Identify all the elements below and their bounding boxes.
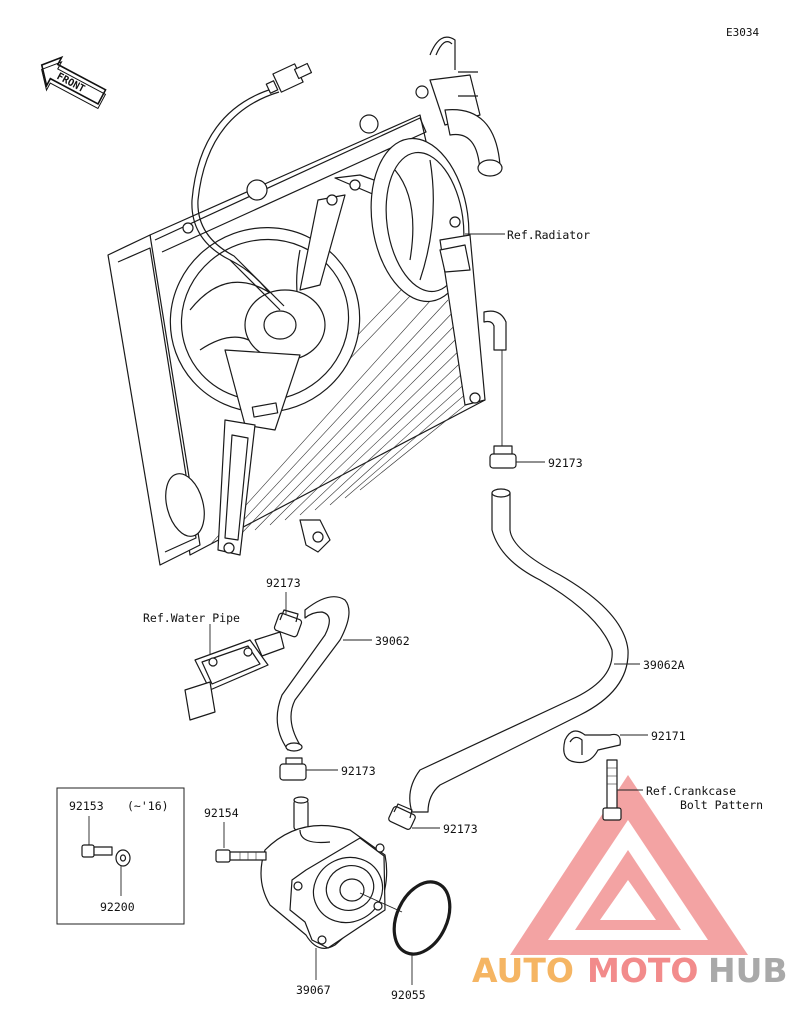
o-ring-92055 [392, 880, 452, 956]
diagram-code: E3034 [726, 26, 759, 39]
washer-92200 [115, 849, 131, 867]
label-ref-crankcase-1: Ref.Crankcase [646, 784, 736, 798]
watermark-hub: HUB [708, 951, 788, 990]
label-92173-a: 92173 [548, 456, 583, 470]
bolt-92153 [81, 844, 113, 858]
label-ref-radiator: Ref.Radiator [507, 228, 590, 242]
watermark-text: AUTO MOTO HUB [472, 951, 788, 990]
front-arrow-icon: FRONT [40, 55, 107, 110]
label-92055: 92055 [391, 988, 426, 1002]
radiator-assembly [107, 36, 507, 566]
leader-oring-to-cooler [359, 892, 403, 913]
label-ref-water-pipe: Ref.Water Pipe [143, 611, 240, 625]
clamp-92173-upper [489, 445, 517, 469]
label-39062a: 39062A [643, 658, 685, 672]
hose-39062a [409, 488, 629, 813]
oil-cooler-39067 [260, 796, 388, 949]
water-pipe-fitting [184, 631, 285, 721]
label-92153: 92153 [69, 799, 104, 813]
bracket-92171 [563, 730, 621, 764]
label-ref-crankcase-2: Bolt Pattern [680, 798, 763, 812]
label-92173-d: 92173 [443, 822, 478, 836]
bolt-92154 [215, 849, 267, 863]
label-92173-b: 92173 [266, 576, 301, 590]
label-92153-note: (~'16) [127, 799, 169, 813]
watermark-moto: MOTO [587, 951, 698, 990]
watermark-auto: AUTO [472, 951, 574, 990]
label-92171: 92171 [651, 729, 686, 743]
clamp-92173-lower-left [279, 757, 307, 781]
clamp-92173-lower-right [388, 803, 416, 830]
bolt-ref-crankcase [602, 759, 622, 821]
label-39067: 39067 [296, 983, 331, 997]
label-92200: 92200 [100, 900, 135, 914]
hose-39062 [276, 596, 350, 752]
label-39062: 39062 [375, 634, 410, 648]
inset-box: 92153 (~'16) 92200 [56, 787, 185, 925]
label-92173-c: 92173 [341, 764, 376, 778]
label-92154: 92154 [204, 806, 239, 820]
watermark-logo [510, 775, 748, 955]
clamp-92173-mid [273, 609, 303, 638]
